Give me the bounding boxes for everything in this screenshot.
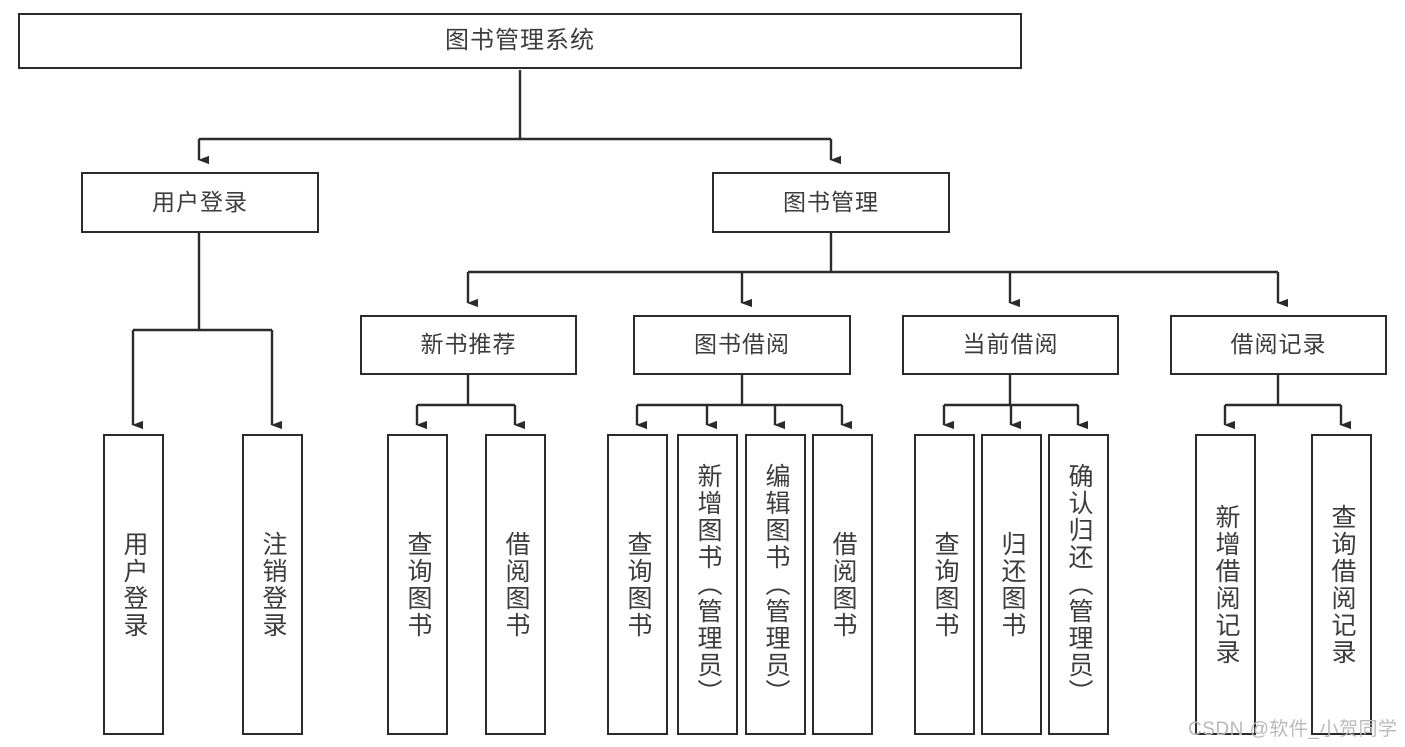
node-borrow-record[interactable]: 借阅记录	[1170, 315, 1387, 375]
leaf-logout-login-label: 注销登录	[259, 530, 287, 639]
leaf-user-login-label: 用户登录	[120, 530, 148, 639]
leaf-logout-login[interactable]: 注销登录	[242, 434, 303, 735]
leaf-confirm-return-label: 确认归还（管理员）	[1065, 463, 1093, 706]
leaf-add-record-label: 新增借阅记录	[1212, 503, 1240, 666]
node-current-borrow[interactable]: 当前借阅	[902, 315, 1119, 375]
node-root[interactable]: 图书管理系统	[18, 13, 1022, 69]
leaf-query-book-3[interactable]: 查询图书	[914, 434, 975, 735]
node-new-book-recommend-label: 新书推荐	[420, 331, 517, 358]
node-current-borrow-label: 当前借阅	[962, 331, 1059, 358]
csdn-watermark: CSDN @软件_小贺同学	[1188, 719, 1398, 740]
leaf-edit-book[interactable]: 编辑图书（管理员）	[745, 434, 806, 735]
node-user-login[interactable]: 用户登录	[81, 172, 319, 233]
leaf-user-login[interactable]: 用户登录	[103, 434, 164, 735]
leaf-confirm-return[interactable]: 确认归还（管理员）	[1048, 434, 1109, 735]
node-borrow-record-label: 借阅记录	[1230, 331, 1327, 358]
leaf-borrow-book-1-label: 借阅图书	[502, 530, 530, 639]
leaf-add-book[interactable]: 新增图书（管理员）	[677, 434, 738, 735]
leaf-edit-book-label: 编辑图书（管理员）	[762, 463, 790, 706]
leaf-query-book-2[interactable]: 查询图书	[607, 434, 668, 735]
leaf-query-record[interactable]: 查询借阅记录	[1311, 434, 1372, 735]
leaf-add-record[interactable]: 新增借阅记录	[1195, 434, 1256, 735]
leaf-query-book-2-label: 查询图书	[624, 530, 652, 639]
node-book-manage-label: 图书管理	[783, 188, 879, 215]
node-user-login-label: 用户登录	[152, 188, 248, 215]
node-new-book-recommend[interactable]: 新书推荐	[360, 315, 577, 375]
leaf-query-book-3-label: 查询图书	[931, 530, 959, 639]
leaf-borrow-book-2-label: 借阅图书	[829, 530, 857, 639]
leaf-query-book-1-label: 查询图书	[404, 530, 432, 639]
node-book-borrow[interactable]: 图书借阅	[633, 315, 851, 375]
leaf-add-book-label: 新增图书（管理员）	[694, 463, 722, 706]
leaf-borrow-book-2[interactable]: 借阅图书	[812, 434, 873, 735]
leaf-return-book-label: 归还图书	[998, 530, 1026, 639]
leaf-borrow-book-1[interactable]: 借阅图书	[485, 434, 546, 735]
leaf-return-book[interactable]: 归还图书	[981, 434, 1042, 735]
node-root-label: 图书管理系统	[445, 26, 595, 54]
node-book-manage[interactable]: 图书管理	[712, 172, 950, 233]
node-book-borrow-label: 图书借阅	[694, 331, 790, 358]
leaf-query-book-1[interactable]: 查询图书	[387, 434, 448, 735]
leaf-query-record-label: 查询借阅记录	[1328, 503, 1356, 666]
